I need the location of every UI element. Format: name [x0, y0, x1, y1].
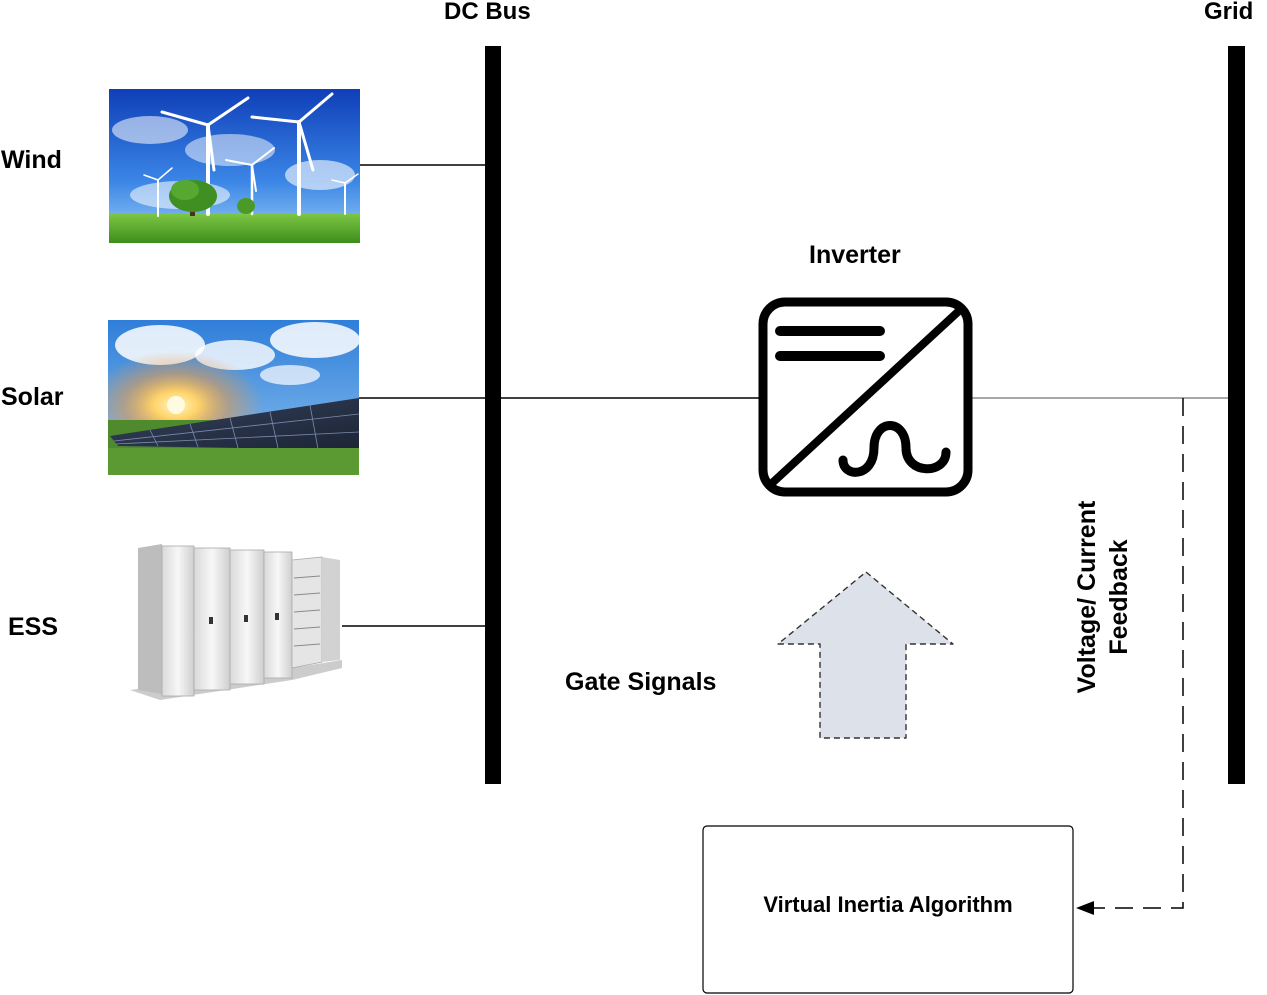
grid-bar [1228, 46, 1245, 784]
ess-image [130, 544, 342, 700]
feedback-arrowhead [1076, 901, 1094, 915]
inverter-icon [758, 297, 973, 497]
solar-image [108, 320, 360, 475]
dc-bus-label: DC Bus [444, 0, 531, 25]
up-arrow-icon [777, 571, 954, 739]
feedback-dashed-line [1088, 398, 1184, 909]
wind-image [109, 89, 360, 243]
solar-label: Solar [1, 383, 64, 411]
algorithm-box [702, 825, 1074, 994]
gate-signals-label: Gate Signals [565, 668, 717, 696]
feedback-label-line1: Voltage/ Current [1073, 500, 1101, 694]
wind-label: Wind [1, 146, 62, 174]
dc-bus-bar [485, 46, 501, 784]
inverter-label: Inverter [809, 241, 901, 269]
ess-label: ESS [8, 613, 59, 641]
algorithm-label: Virtual Inertia Algorithm [763, 892, 1013, 917]
feedback-label-line2: Feedback [1105, 539, 1133, 655]
grid-label: Grid [1204, 0, 1254, 25]
